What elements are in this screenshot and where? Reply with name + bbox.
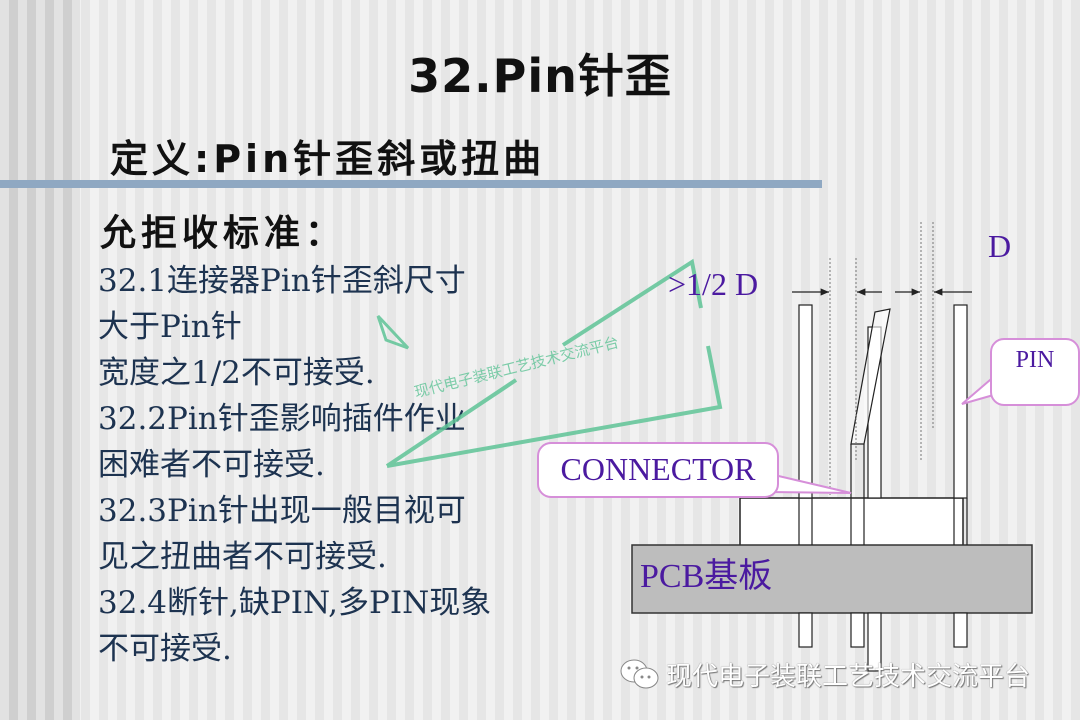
criteria-heading: 允拒收标准： (100, 212, 347, 254)
criteria-line: 宽度之1/2不可接受. (98, 355, 375, 391)
criteria-list: 32.1连接器Pin针歪斜尺寸 大于Pin针 宽度之1/2不可接受. 32.2P… (98, 258, 491, 672)
divider-bar (0, 180, 822, 188)
criteria-line: 32.1连接器Pin针歪斜尺寸 (98, 263, 466, 299)
pcb-label: PCB基板 (640, 558, 773, 595)
half-d-label: >1/2 D (668, 266, 759, 302)
criteria-line: 困难者不可接受. (98, 447, 325, 483)
definition-heading: 定义:Pin针歪斜或扭曲 (110, 137, 546, 181)
watermark-shape (376, 258, 723, 468)
pcb-board (631, 544, 1033, 614)
connector-callout: CONNECTOR (537, 442, 779, 498)
pin-left (798, 304, 813, 499)
slide-title: 32.Pin针歪 (408, 49, 672, 103)
criteria-line: 32.2Pin针歪影响插件作业 (98, 401, 466, 437)
criteria-line: 见之扭曲者不可接受. (98, 539, 387, 575)
d-label: D (988, 228, 1012, 264)
criteria-line: 32.3Pin针出现一般目视可 (98, 493, 466, 529)
criteria-line: 大于Pin针 (98, 309, 242, 345)
criteria-line: 32.4断针,缺PIN,多PIN现象 (98, 585, 492, 621)
criteria-line: 不可接受. (98, 631, 232, 667)
pin-callout: PIN (990, 338, 1080, 406)
footer-watermark: 现代电子装联工艺技术交流平台 (618, 654, 1030, 694)
pin-bent (850, 308, 891, 445)
wechat-icon (620, 659, 659, 689)
footer-watermark-text: 现代电子装联工艺技术交流平台 (666, 661, 1031, 692)
left-stripe-band (0, 0, 80, 720)
